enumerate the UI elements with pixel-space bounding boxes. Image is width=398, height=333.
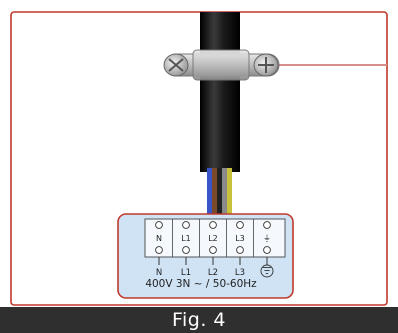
terminal-screw-icon	[155, 246, 163, 254]
conductor-wire	[217, 168, 222, 216]
conductor-wire	[227, 168, 232, 216]
terminal-screw-icon	[263, 246, 271, 254]
screw-left-icon	[163, 53, 189, 77]
terminal-screw-icon	[236, 246, 244, 254]
terminal-screw-icon	[236, 221, 244, 229]
conductor-wire	[222, 168, 227, 216]
terminal-screw-icon	[155, 221, 163, 229]
terminal-bottom-label: L2	[208, 268, 218, 278]
terminal-top-label: L2	[208, 234, 218, 243]
figure-caption: Fig. 4	[0, 307, 398, 333]
terminal-screw-icon	[209, 246, 217, 254]
terminal-top-label: L3	[235, 234, 245, 243]
terminal-screw-icon	[182, 221, 190, 229]
conductor-wire	[212, 168, 217, 216]
terminal-bottom-label: L3	[235, 268, 245, 278]
rating-label: 400V 3N ~ / 50-60Hz	[145, 278, 257, 290]
terminal-bottom-label: N	[156, 268, 162, 278]
terminal-top-label: L1	[181, 234, 191, 243]
screw-right-icon	[253, 53, 279, 77]
conductors	[207, 168, 232, 216]
terminal-screw-icon	[182, 246, 190, 254]
terminal-screw-icon	[263, 221, 271, 229]
terminal-bottom-label: L1	[181, 268, 191, 278]
earth-ground-icon	[260, 264, 274, 278]
terminal-top-label: N	[156, 234, 162, 243]
conductor-wire	[207, 168, 212, 216]
terminal-screw-icon	[209, 221, 217, 229]
cable-clamp	[163, 49, 280, 81]
terminal-top-label: ⏚	[263, 234, 271, 243]
power-cable	[200, 12, 240, 172]
